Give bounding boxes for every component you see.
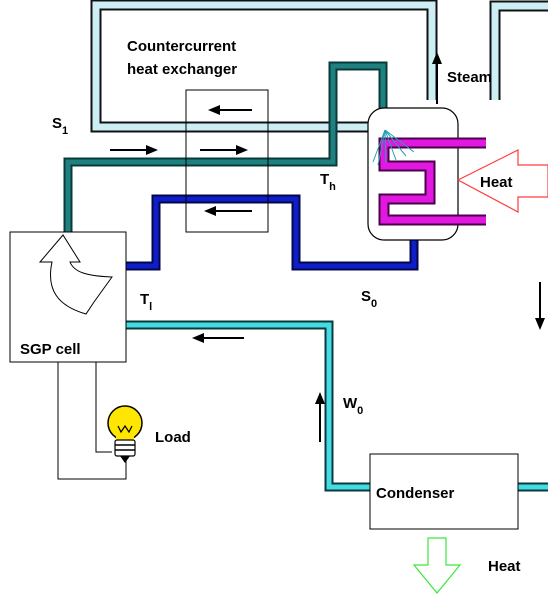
load-wire <box>57 362 127 480</box>
heat-output-label: Heat <box>488 558 521 575</box>
arrow-left-icon <box>204 206 252 216</box>
heat-input-label: Heat <box>480 174 513 191</box>
condenser-box <box>369 453 519 530</box>
cell-process-arrow-icon <box>38 234 113 315</box>
steam-arrow-up-icon <box>432 52 442 104</box>
arrow-right-icon <box>200 145 248 155</box>
arrow-right-icon <box>110 145 158 155</box>
sgp-cell-label: SGP cell <box>20 341 81 358</box>
spray-icon <box>372 129 415 166</box>
tl-label: Tl <box>140 291 152 313</box>
s0-label: S0 <box>361 288 377 310</box>
w0-pipe <box>126 320 548 492</box>
arrow-down-icon <box>535 282 545 330</box>
th-label: Th <box>320 171 336 193</box>
s0-pipe <box>126 194 419 271</box>
arrow-left-icon <box>192 333 244 343</box>
arrow-left-icon <box>208 105 252 115</box>
condenser-label: Condenser <box>376 485 455 502</box>
heat-exchanger-label-line2: heat exchanger <box>127 61 237 78</box>
heat-input-arrow-icon <box>456 149 548 213</box>
s1-pipe <box>63 61 388 232</box>
heat-exchanger-label-line1: Countercurrent <box>127 38 236 55</box>
w0-label: W0 <box>343 395 363 417</box>
w0-arrow-up-icon <box>315 392 325 442</box>
s1-label: S1 <box>52 115 68 137</box>
steam-label: Steam <box>447 69 492 86</box>
flow-arrows <box>110 52 545 442</box>
heat-exchanger-box <box>185 89 269 233</box>
heat-output-arrow-icon <box>412 537 462 594</box>
load-label: Load <box>155 429 191 446</box>
lightbulb-icon <box>107 405 143 463</box>
heater-coil <box>378 137 486 226</box>
